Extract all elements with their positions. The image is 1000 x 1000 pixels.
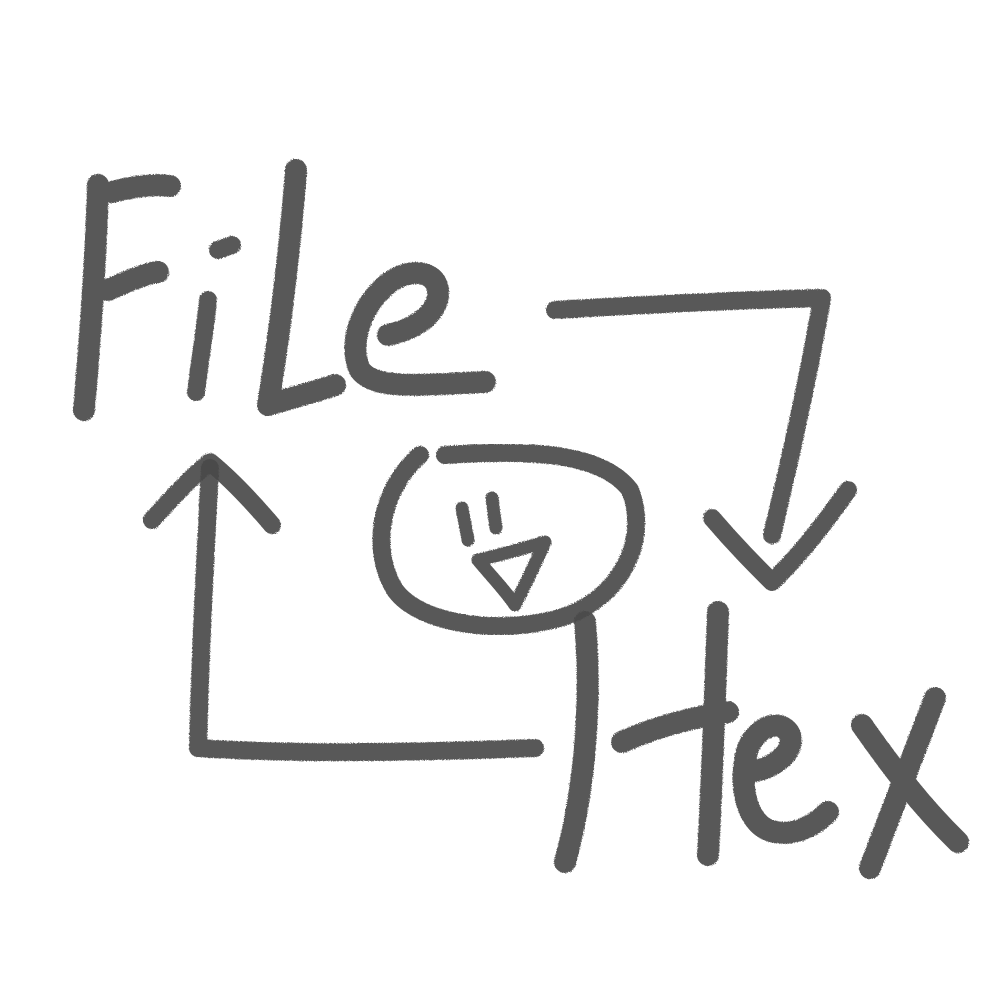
- arrow-down-right-icon: [546, 289, 857, 591]
- letter-i: [187, 236, 241, 401]
- letter-l: [257, 159, 346, 416]
- word-hex: [554, 601, 969, 879]
- letter-e: [344, 262, 496, 396]
- tongue-face-icon: [372, 443, 646, 636]
- letter-e-lower: [732, 714, 839, 844]
- arrow-up-left-icon: [143, 453, 544, 762]
- letter-h: [554, 601, 739, 873]
- letter-f: [73, 174, 181, 421]
- letter-x: [851, 687, 969, 879]
- word-file: [73, 159, 496, 421]
